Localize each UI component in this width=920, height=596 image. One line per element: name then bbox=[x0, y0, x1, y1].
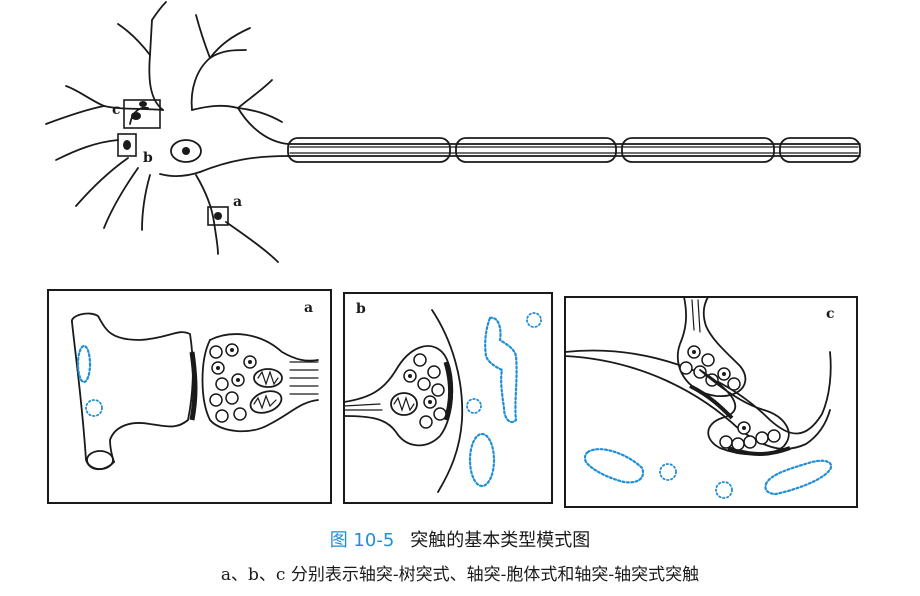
label-a: a bbox=[233, 194, 242, 210]
figure-title: 突触的基本类型模式图 bbox=[410, 530, 591, 551]
panel-b-label: b bbox=[356, 301, 366, 317]
figure-caption-subtitle: a、b、c 分别表示轴突-树突式、轴突-胞体式和轴突-轴突式突触 bbox=[220, 565, 700, 585]
panel-a-label: a bbox=[304, 300, 313, 316]
terminal-b bbox=[117, 133, 137, 157]
figure-caption-title: 图 10-5 突触的基本类型模式图 bbox=[0, 526, 920, 552]
panel-a: a bbox=[47, 289, 332, 504]
label-b: b bbox=[143, 150, 153, 166]
terminal-c bbox=[123, 99, 161, 129]
panel-b: b bbox=[343, 292, 553, 504]
neuron-drawing: c b a bbox=[45, 1, 861, 263]
panel-c-label: c bbox=[826, 306, 835, 322]
terminal-a bbox=[207, 206, 229, 226]
panel-c: c bbox=[564, 296, 858, 508]
figure-number: 图 10-5 bbox=[329, 530, 395, 551]
label-c: c bbox=[112, 102, 121, 118]
